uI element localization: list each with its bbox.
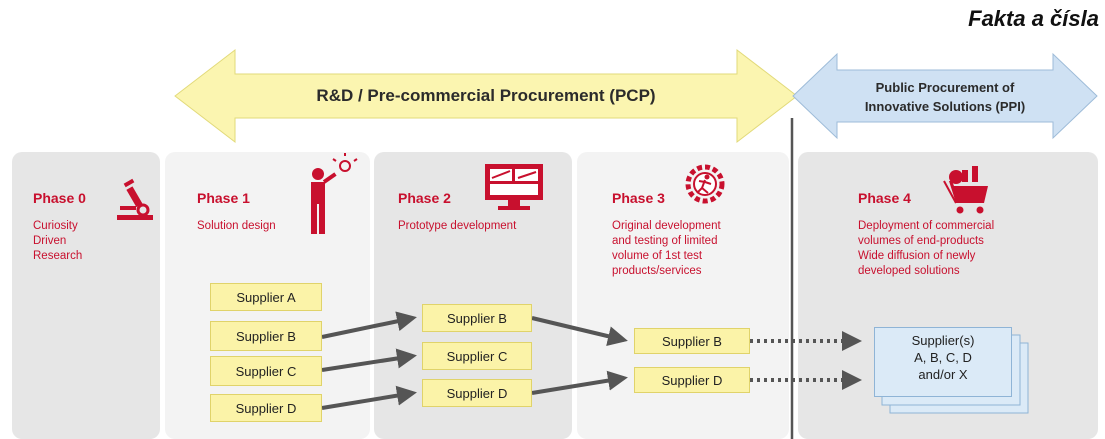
phase2-supplier-b: Supplier B bbox=[422, 304, 532, 332]
phase4-title: Phase 4 bbox=[858, 190, 911, 206]
phase4-desc-line2: volumes of end-products bbox=[858, 235, 984, 247]
phase3-desc-line4: products/services bbox=[612, 265, 702, 277]
phase4-supplier-box bbox=[874, 327, 1012, 397]
shopping-cart-icon bbox=[943, 166, 988, 214]
phase4-desc-line1: Deployment of commercial bbox=[858, 220, 995, 232]
phase3-desc-line1: Original development bbox=[612, 220, 721, 232]
phase4-desc-line3: Wide diffusion of newly bbox=[858, 250, 976, 262]
gear-runner-icon bbox=[685, 164, 725, 204]
ppi-label-line2: Innovative Solutions (PPI) bbox=[864, 99, 1026, 114]
page-title: Fakta a čísla bbox=[968, 6, 1099, 31]
phase3-desc-line3: volume of 1st test bbox=[612, 250, 703, 262]
phase1-supplier-d: Supplier D bbox=[210, 394, 322, 422]
phase1-supplier-a: Supplier A bbox=[210, 283, 322, 311]
monitor-prototype-icon bbox=[485, 164, 543, 210]
phase2-title: Phase 2 bbox=[398, 190, 451, 206]
ppi-arrow bbox=[792, 52, 1098, 140]
phase1-desc-line1: Solution design bbox=[197, 220, 276, 232]
phase4-supplier-line3: and/or X bbox=[918, 367, 968, 382]
phase2-supplier-c: Supplier C bbox=[422, 342, 532, 370]
phase3-supplier-b: Supplier B bbox=[634, 328, 750, 354]
connector-p1c-p2c bbox=[321, 348, 417, 372]
phase4-supplier-line2: A, B, C, D bbox=[914, 350, 972, 365]
phase1-title: Phase 1 bbox=[197, 190, 250, 206]
connector-p2d-p3d bbox=[531, 370, 628, 395]
rd-pcp-label: R&D / Pre-commercial Procurement (PCP) bbox=[316, 86, 656, 105]
connector-p2b-p3b bbox=[531, 316, 628, 347]
phase2-desc-line1: Prototype development bbox=[398, 220, 517, 232]
microscope-icon bbox=[117, 178, 153, 220]
phase1-supplier-b: Supplier B bbox=[210, 321, 322, 351]
person-lightbulb-icon bbox=[311, 153, 358, 234]
phase0-desc-line3: Research bbox=[33, 250, 83, 262]
connector-p1d-p2d bbox=[321, 385, 417, 410]
phase3-supplier-d: Supplier D bbox=[634, 367, 750, 393]
phase4-desc-line4: developed solutions bbox=[858, 265, 960, 277]
phase3-desc-line2: and testing of limited bbox=[612, 235, 718, 247]
phase3-title: Phase 3 bbox=[612, 190, 665, 206]
phase0-desc-line2: Driven bbox=[33, 235, 67, 247]
phase3-panel bbox=[577, 152, 789, 439]
phase1-supplier-c: Supplier C bbox=[210, 356, 322, 386]
connector-p1b-p2b bbox=[321, 311, 417, 339]
phase0-desc-line1: Curiosity bbox=[33, 220, 78, 232]
phase2-supplier-d: Supplier D bbox=[422, 379, 532, 407]
phase4-supplier-line1: Supplier(s) bbox=[911, 333, 975, 348]
phase0-title: Phase 0 bbox=[33, 190, 86, 206]
ppi-label-line1: Public Procurement of bbox=[875, 80, 1015, 95]
phase0-panel bbox=[12, 152, 160, 439]
